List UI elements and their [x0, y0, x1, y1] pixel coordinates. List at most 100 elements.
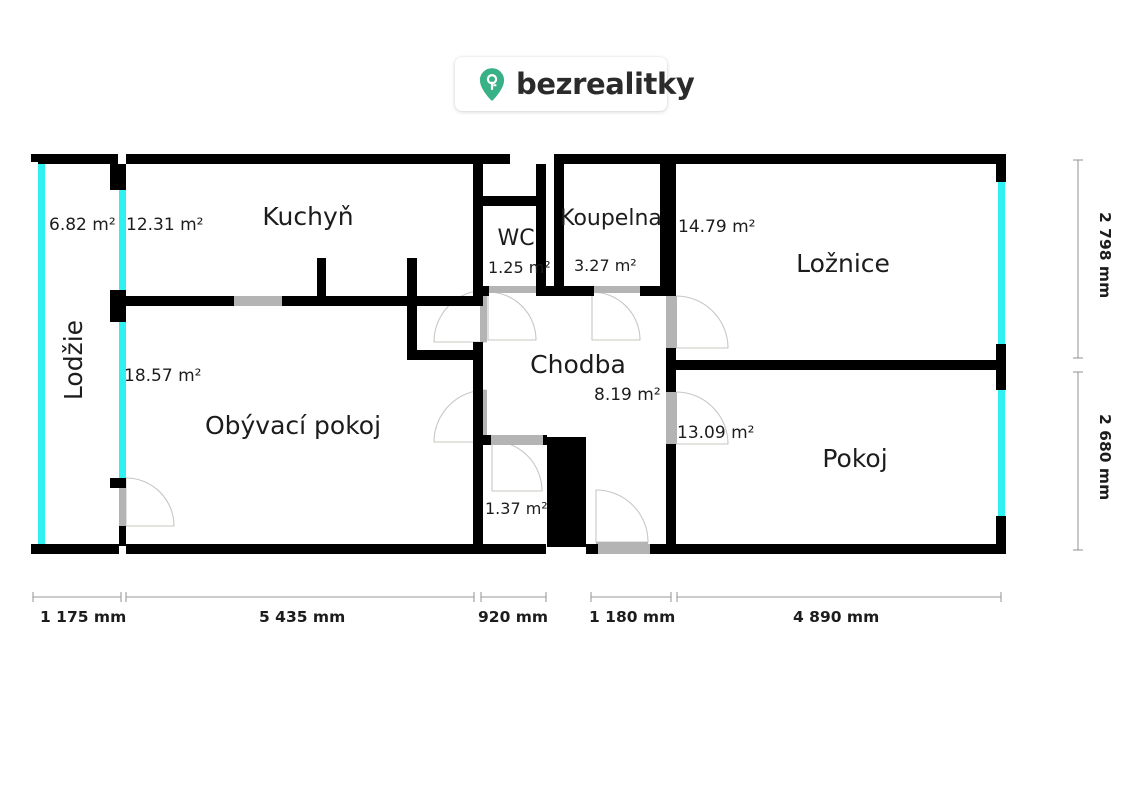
room-name-pokoj: Pokoj: [822, 444, 887, 473]
wall-wc-right: [536, 164, 546, 286]
room-name-koupelna: Koupelna: [560, 206, 662, 231]
wall-left-outer-top: [31, 154, 38, 162]
wall-right-lower-b: [996, 516, 1006, 554]
area-obyvaci-pokoj: 18.57 m²: [124, 366, 201, 386]
window-loznice-right: [998, 180, 1005, 348]
wall-obyvaci-chodba-vert-c: [473, 435, 483, 547]
dimensions-right-group: 2 798 mm 2 680 mm: [1073, 159, 1114, 551]
dim-label-d2: 5 435 mm: [259, 608, 345, 626]
wall-right-upper-b: [996, 344, 1006, 370]
door-arc-pokoj: [675, 391, 729, 445]
wall-opening-pokoj: [666, 392, 676, 444]
room-name-kuchyn: Kuchyň: [262, 202, 353, 231]
wall-koupelna-bottom-b: [640, 286, 676, 296]
wall-right-lower-a: [996, 370, 1006, 390]
wall-kuchyn-opening: [234, 296, 282, 306]
dimensions-bottom-group: 1 175 mm 5 435 mm 920 mm 1 180 mm 4 890 …: [32, 592, 1002, 626]
dim-label-d3: 920 mm: [478, 608, 548, 626]
area-chodba: 8.19 m²: [594, 385, 661, 405]
door-arc-komora: [491, 440, 543, 492]
wall-komora-top-left: [473, 435, 491, 445]
wall-bottom-chodba-left: [586, 544, 600, 554]
wall-loznice-left-top: [666, 154, 676, 296]
area-koupelna: 3.27 m²: [574, 256, 637, 275]
wall-komora-opening: [491, 435, 543, 445]
door-leaf-obyvaci-chodba: [480, 290, 487, 342]
wall-top-left: [38, 154, 118, 164]
wall-kuchyn-partition-a: [110, 296, 234, 306]
wall-loznice-left-bot: [666, 348, 676, 370]
wall-kuchyn-partition-b: [282, 296, 412, 306]
window-lodzie-left: [38, 160, 45, 548]
room-name-obyvaci-pokoj: Obývací pokoj: [205, 411, 381, 440]
door-arc-wc: [487, 291, 537, 341]
wall-wc-bottom-left: [473, 286, 489, 296]
room-name-lodzie: Lodžie: [59, 320, 88, 400]
wall-obyvaci-chodba-vert-b: [473, 360, 483, 442]
room-name-wc: WC: [497, 226, 534, 251]
wall-bottom-lodzie: [31, 544, 119, 554]
windows-group: [38, 160, 1005, 548]
wall-obyvaci-chodba-vert-a: [473, 342, 483, 362]
wall-top-wc-niche: [482, 154, 510, 164]
wall-opening-loznice: [666, 296, 676, 348]
door-arc-loznice: [675, 295, 729, 349]
wall-top-kuchyn: [126, 154, 482, 164]
wall-bottom-pokoj: [676, 544, 1006, 554]
wall-bottom-komora: [482, 544, 546, 554]
shaft-block: [547, 437, 586, 547]
wall-obyvaci-right-horiz: [407, 350, 483, 360]
wall-right-upper-a: [996, 154, 1006, 182]
dim-label-d1: 1 175 mm: [40, 608, 126, 626]
wall-opening-chodba-bottom: [598, 544, 650, 554]
door-leaf-koupelna: [592, 286, 640, 293]
walls-group: [31, 154, 1006, 554]
brand-logo-badge: bezrealitky: [455, 57, 695, 111]
area-komora: 1.37 m²: [485, 499, 548, 518]
wall-loznice-pokoj-divider: [666, 360, 1006, 370]
door-arc-koupelna: [591, 291, 641, 341]
wall-kuchyn-stub: [317, 258, 326, 298]
door-arc-chodba-bottom: [595, 489, 649, 543]
wall-bottom-chodba-right: [648, 544, 676, 554]
dim-label-v2: 2 680 mm: [1096, 414, 1114, 500]
wall-top-lodzie-divider: [110, 164, 126, 190]
window-lodzie-right-lower: [119, 322, 126, 482]
wall-koupelna-right: [660, 164, 670, 296]
map-pin-key-icon: [477, 67, 507, 101]
dim-label-v1: 2 798 mm: [1096, 212, 1114, 298]
window-lodzie-right-upper: [119, 178, 126, 290]
dim-label-d5: 4 890 mm: [793, 608, 879, 626]
door-leaf-wc: [488, 286, 536, 293]
area-kuchyn: 12.31 m²: [126, 215, 203, 235]
wall-pokoj-left-top: [666, 370, 676, 394]
wall-koupelna-bottom-a: [546, 286, 594, 296]
wall-kuchyn-right-stub: [407, 258, 417, 298]
area-lodzie: 6.82 m²: [49, 215, 116, 235]
wall-kuchyn-chodba-vert: [473, 154, 483, 306]
door-arc-lodzie: [125, 477, 175, 527]
brand-wordmark: bezrealitky: [516, 66, 695, 101]
wall-komora-right: [543, 435, 547, 445]
wall-kuchyn-partition-c: [407, 296, 482, 306]
wall-wc-bottom-right: [536, 286, 554, 296]
wall-wc-top: [483, 196, 545, 206]
wall-pokoj-left-bot: [666, 444, 676, 550]
area-loznice: 14.79 m²: [678, 217, 755, 237]
room-labels-group: 6.82 m² Lodžie 12.31 m² Kuchyň 18.57 m² …: [49, 202, 890, 518]
dim-label-d4: 1 180 mm: [589, 608, 675, 626]
wall-lodzie-inner-bot2: [119, 526, 126, 546]
wall-obyvaci-right-stub: [407, 306, 417, 360]
wall-bottom-obyvaci: [126, 544, 482, 554]
wall-top-koupelna: [554, 154, 1006, 164]
door-leaf-lodzie: [119, 478, 126, 526]
area-pokoj: 13.09 m²: [677, 423, 754, 443]
wall-loznice-left-mid: [666, 286, 676, 300]
window-pokoj-right: [998, 388, 1005, 520]
door-leaf-obyvaci-chodba-2: [480, 390, 487, 442]
room-name-chodba: Chodba: [530, 350, 626, 379]
wall-koupelna-left: [554, 154, 564, 296]
wall-lodzie-inner-bot: [110, 478, 126, 488]
area-wc: 1.25 m²: [488, 258, 551, 277]
